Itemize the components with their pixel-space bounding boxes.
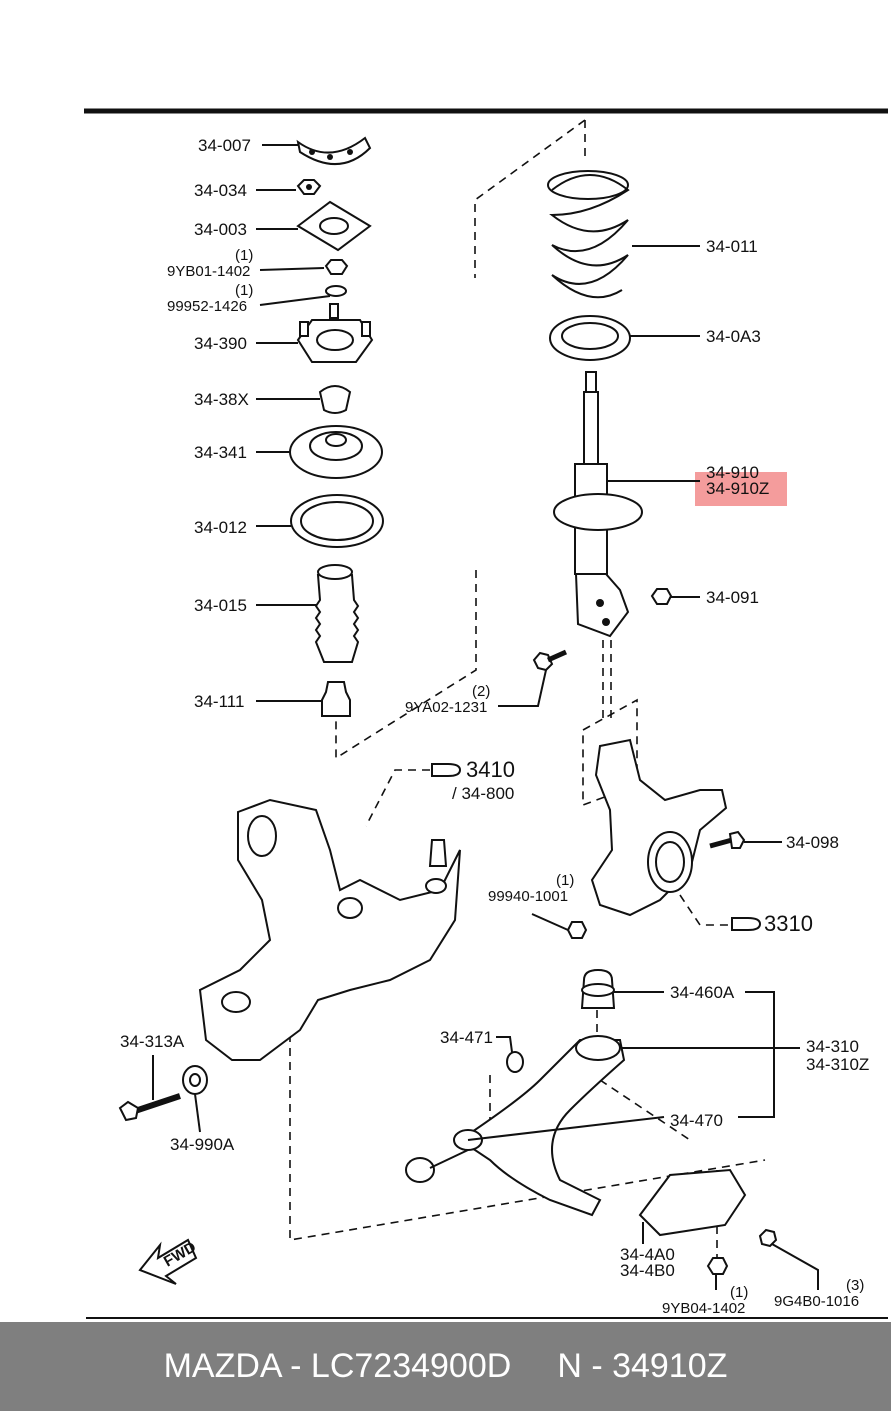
part-34-015-shape <box>314 564 360 663</box>
part-34-011-shape <box>547 170 630 299</box>
label-34-313a: 34-313A <box>120 1032 185 1051</box>
part-34-990a-shape <box>182 1065 208 1095</box>
label-34-910: 34-910 <box>706 463 759 482</box>
label-34-003: 34-003 <box>194 220 247 239</box>
part-9g4b0-shape <box>758 1228 778 1248</box>
part-34-910-shape <box>553 371 643 638</box>
label-99952-qty: (1) <box>235 282 253 299</box>
part-99940-shape <box>566 921 588 939</box>
part-34-111-shape <box>321 681 351 717</box>
part-34-341-shape <box>289 425 383 479</box>
part-34-012-shape <box>290 494 384 548</box>
label-99940-qty: (1) <box>556 872 574 889</box>
part-34-003-shape <box>296 200 372 252</box>
part-34-091-shape <box>650 588 673 605</box>
label-34-111: 34-111 <box>194 692 244 711</box>
label-34-015: 34-015 <box>194 596 247 615</box>
part-34-460a-shape <box>580 968 616 1009</box>
label-9yb01-qty: (1) <box>235 247 253 264</box>
footer-bar: MAZDA - LC7234900D N - 34910Z <box>0 1322 891 1411</box>
footer-brand-part: MAZDA - LC7234900D <box>163 1347 512 1385</box>
label-9yb04-qty: (1) <box>730 1284 748 1301</box>
label-9yb01: 9YB01-1402 <box>167 263 250 280</box>
label-34-098: 34-098 <box>786 833 839 852</box>
label-34-4a0: 34-4A0 <box>620 1245 675 1264</box>
label-34-38x: 34-38X <box>194 390 249 409</box>
label-99940: 99940-1001 <box>488 888 568 905</box>
label-34-390: 34-390 <box>194 334 247 353</box>
label-34-0a3: 34-0A3 <box>706 327 761 346</box>
part-34-098-shape <box>709 830 746 849</box>
pointer-hand-icon-2 <box>731 917 762 931</box>
part-34-007-shape <box>296 136 372 165</box>
label-9ya02-qty: (2) <box>472 683 490 700</box>
pointer-hand-icon <box>431 763 462 777</box>
label-34-800: / 34-800 <box>452 784 514 803</box>
label-99952: 99952-1426 <box>167 298 247 315</box>
part-34-390-shape <box>296 303 374 363</box>
label-34-091: 34-091 <box>706 588 759 607</box>
label-34-011: 34-011 <box>706 237 758 256</box>
subframe-shape <box>198 798 461 1061</box>
assembly-guides <box>289 119 766 1260</box>
label-34-012: 34-012 <box>194 518 247 537</box>
label-9g4b0: 9G4B0-1016 <box>774 1293 859 1310</box>
part-9yb01-shape <box>324 259 349 275</box>
label-34-471: 34-471 <box>440 1028 493 1047</box>
label-34-007: 34-007 <box>198 136 251 155</box>
label-9ya02: 9YA02-1231 <box>405 699 487 716</box>
leader-lines <box>152 144 819 1290</box>
part-34-471-shape <box>506 1051 524 1073</box>
label-3310: 3310 <box>764 911 813 936</box>
label-34-310: 34-310 <box>806 1037 859 1056</box>
part-9yb04-shape <box>706 1257 729 1275</box>
label-3410: 3410 <box>466 757 515 782</box>
part-34-034-shape <box>296 179 322 195</box>
label-34-310z: 34-310Z <box>806 1055 869 1074</box>
knuckle-shape <box>590 738 728 917</box>
label-34-034: 34-034 <box>194 181 247 200</box>
label-34-341: 34-341 <box>194 443 247 462</box>
part-34-38x-shape <box>318 385 352 414</box>
part-34-4a0-shape <box>638 1168 747 1237</box>
label-34-4b0: 34-4B0 <box>620 1261 675 1280</box>
label-9yb04: 9YB04-1402 <box>662 1300 745 1317</box>
part-bushing-shape <box>405 1157 435 1183</box>
part-99952-shape <box>325 285 347 297</box>
part-34-313a-shape <box>118 1093 181 1122</box>
label-34-910z: 34-910Z <box>706 479 769 498</box>
part-34-0a3-shape <box>549 315 631 361</box>
label-34-470: 34-470 <box>670 1111 723 1130</box>
part-9ya02-shape <box>532 649 568 672</box>
label-9g4b0-qty: (3) <box>846 1277 864 1294</box>
footer-number: N - 34910Z <box>557 1347 728 1385</box>
label-34-990a: 34-990A <box>170 1135 235 1154</box>
fwd-arrow-icon: FWD <box>138 1239 199 1285</box>
highlight-box <box>695 472 787 506</box>
label-34-460a: 34-460A <box>670 983 735 1002</box>
